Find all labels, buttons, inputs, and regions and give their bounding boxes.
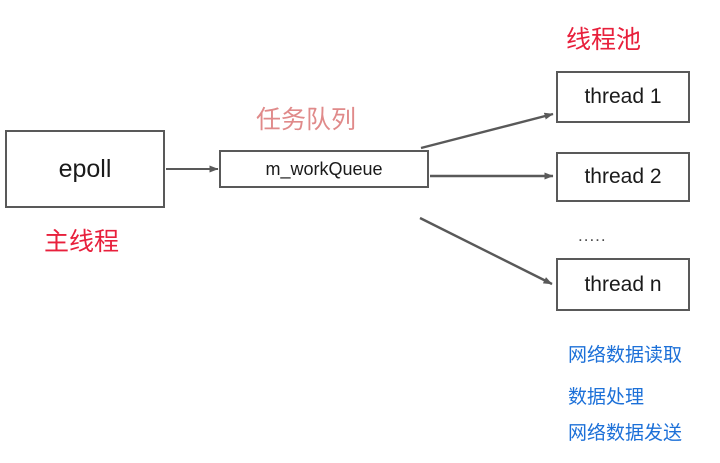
node-thread-1[interactable]: thread 1 [556,71,690,123]
caption-thread-pool: 线程池 [566,25,642,54]
edge-workqueue-to-threadn [419,216,553,286]
node-epoll[interactable]: epoll [5,130,165,208]
worker-task-network-send: 网络数据发送 [568,422,683,444]
threads-ellipsis: ..... [578,226,607,245]
worker-task-data-process: 数据处理 [568,386,645,408]
node-thread-2[interactable]: thread 2 [556,152,690,202]
edge-workqueue-to-thread1 [420,112,554,150]
caption-task-queue: 任务队列 [256,105,357,134]
node-thread-n[interactable]: thread n [556,258,690,311]
worker-task-network-read: 网络数据读取 [568,344,683,366]
caption-main-thread: 主线程 [44,227,120,256]
node-work-queue[interactable]: m_workQueue [219,150,429,188]
